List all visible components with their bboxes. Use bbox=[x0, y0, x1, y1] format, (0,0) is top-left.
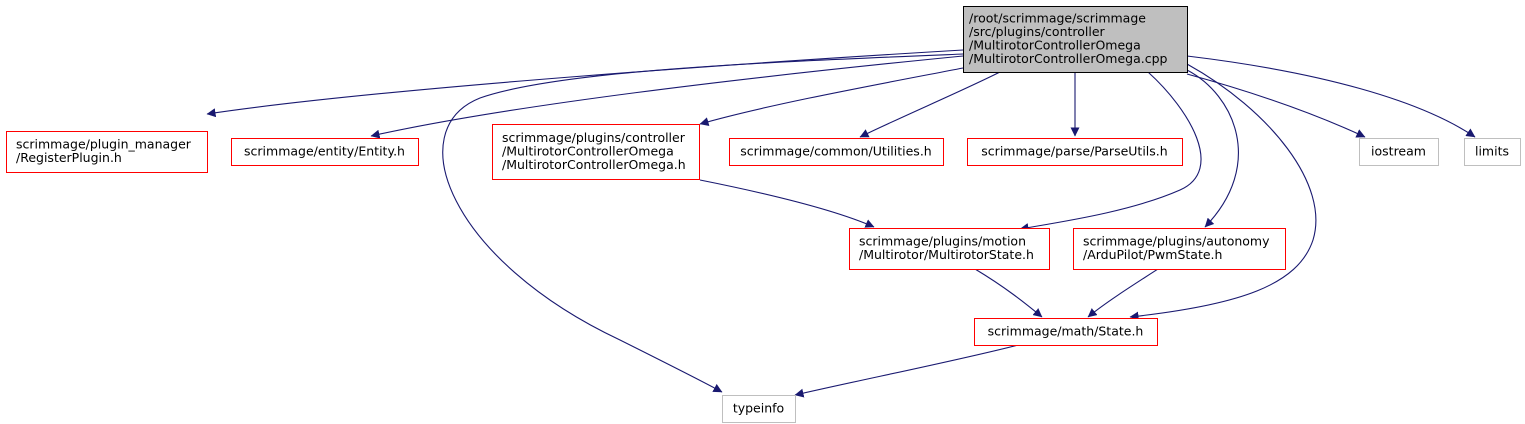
edge-pwm-state-to-math-state bbox=[1087, 268, 1159, 318]
node-utilities[interactable]: scrimmage/common/Utilities.h bbox=[729, 138, 944, 166]
node-label-utilities-line-0: scrimmage/common/Utilities.h bbox=[740, 143, 931, 158]
node-register-plugin[interactable]: scrimmage/plugin_manager/RegisterPlugin.… bbox=[6, 131, 208, 173]
edge-root-to-multirotor-state bbox=[1019, 71, 1202, 232]
node-box-utilities bbox=[729, 138, 944, 166]
node-label-limits-line-0: limits bbox=[1475, 143, 1509, 158]
node-box-register-plugin bbox=[6, 131, 208, 173]
node-label-register-plugin-line-1: /RegisterPlugin.h bbox=[16, 150, 122, 165]
edge-root-to-limits bbox=[1186, 55, 1476, 138]
node-label-multirotor-state-line-1: /Multirotor/MultirotorState.h bbox=[859, 247, 1034, 262]
node-box-controller-omega-h bbox=[492, 124, 700, 180]
node-typeinfo[interactable]: typeinfo bbox=[722, 395, 796, 423]
node-box-multirotor-state bbox=[849, 228, 1050, 270]
edge-root-to-typeinfo bbox=[442, 53, 964, 393]
edge-controller-omega-h-to-multirotor-state bbox=[699, 179, 875, 228]
node-box-root bbox=[963, 6, 1188, 73]
edge-root-to-controller-omega-h bbox=[699, 67, 964, 126]
node-label-controller-omega-h-line-1: /MultirotorControllerOmega bbox=[502, 143, 674, 158]
edges-layer bbox=[206, 49, 1476, 398]
node-label-entity-line-0: scrimmage/entity/Entity.h bbox=[244, 143, 405, 158]
node-controller-omega-h[interactable]: scrimmage/plugins/controller/MultirotorC… bbox=[492, 124, 700, 180]
node-multirotor-state[interactable]: scrimmage/plugins/motion/Multirotor/Mult… bbox=[849, 228, 1050, 270]
edge-root-to-iostream bbox=[1186, 73, 1366, 138]
node-box-limits bbox=[1464, 138, 1521, 166]
node-box-typeinfo bbox=[722, 395, 796, 423]
edge-math-state-to-typeinfo bbox=[794, 344, 1019, 398]
node-root[interactable]: /root/scrimmage/scrimmage/src/plugins/co… bbox=[963, 6, 1188, 73]
node-pwm-state[interactable]: scrimmage/plugins/autonomy/ArduPilot/Pwm… bbox=[1073, 228, 1286, 270]
node-label-parse-utils-line-0: scrimmage/parse/ParseUtils.h bbox=[981, 143, 1167, 158]
node-box-entity bbox=[231, 138, 419, 166]
node-label-math-state-line-0: scrimmage/math/State.h bbox=[988, 323, 1144, 338]
node-label-pwm-state-line-1: /ArduPilot/PwmState.h bbox=[1083, 247, 1222, 262]
node-label-pwm-state-line-0: scrimmage/plugins/autonomy bbox=[1083, 234, 1270, 249]
node-label-register-plugin-line-0: scrimmage/plugin_manager bbox=[16, 137, 192, 152]
edge-multirotor-state-to-math-state bbox=[974, 268, 1043, 318]
node-label-root-line-3: /MultirotorControllerOmega.cpp bbox=[969, 51, 1168, 66]
edge-root-to-pwm-state bbox=[1186, 69, 1239, 228]
node-box-parse-utils bbox=[967, 138, 1183, 166]
node-label-controller-omega-h-line-0: scrimmage/plugins/controller bbox=[502, 130, 686, 145]
node-label-root-line-0: /root/scrimmage/scrimmage bbox=[969, 11, 1146, 26]
node-box-math-state bbox=[974, 318, 1158, 346]
node-label-multirotor-state-line-0: scrimmage/plugins/motion bbox=[859, 234, 1026, 249]
node-limits[interactable]: limits bbox=[1464, 138, 1521, 166]
edge-root-to-entity bbox=[370, 55, 964, 139]
node-label-iostream-line-0: iostream bbox=[1371, 143, 1426, 158]
nodes-layer: /root/scrimmage/scrimmage/src/plugins/co… bbox=[6, 6, 1521, 423]
edge-root-to-register-plugin bbox=[206, 49, 964, 118]
edge-root-to-math-state bbox=[1129, 63, 1317, 321]
node-label-typeinfo-line-0: typeinfo bbox=[733, 400, 784, 415]
node-box-iostream bbox=[1359, 138, 1439, 166]
node-math-state[interactable]: scrimmage/math/State.h bbox=[974, 318, 1158, 346]
node-label-controller-omega-h-line-2: /MultirotorControllerOmega.h bbox=[502, 157, 686, 172]
node-iostream[interactable]: iostream bbox=[1359, 138, 1439, 166]
node-box-pwm-state bbox=[1073, 228, 1286, 270]
node-label-root-line-2: /MultirotorControllerOmega bbox=[969, 38, 1141, 53]
node-label-root-line-1: /src/plugins/controller bbox=[969, 24, 1106, 39]
node-entity[interactable]: scrimmage/entity/Entity.h bbox=[231, 138, 419, 166]
node-parse-utils[interactable]: scrimmage/parse/ParseUtils.h bbox=[967, 138, 1183, 166]
edge-root-to-utilities bbox=[859, 71, 1001, 138]
